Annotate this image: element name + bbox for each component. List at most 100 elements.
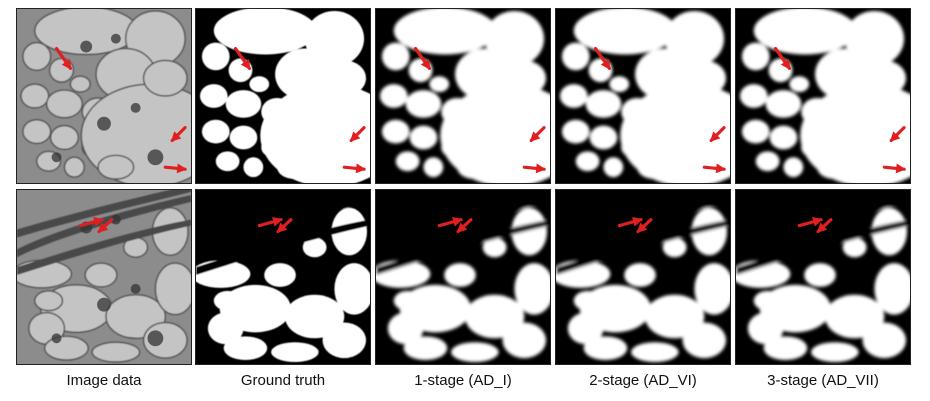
- cell-region: [142, 59, 188, 97]
- membrane-band: [376, 194, 550, 258]
- cell-region: [783, 157, 804, 178]
- cell-region: [585, 90, 622, 118]
- cell-region: [379, 84, 408, 108]
- membrane-band: [556, 190, 730, 238]
- panel-image-data-bottom: [16, 189, 192, 365]
- panel-canvas: [196, 9, 370, 183]
- cell-region: [662, 237, 687, 258]
- panel-canvas: [376, 190, 550, 364]
- cell-region: [393, 290, 422, 311]
- cell-region: [741, 42, 770, 71]
- cell-layer: [199, 9, 370, 183]
- panel-canvas: [17, 190, 191, 364]
- label-image-data: Image data: [66, 372, 142, 389]
- cell-region: [637, 155, 673, 180]
- red-arrow-icon: [240, 59, 251, 70]
- organelle: [51, 152, 62, 163]
- panel-3-stage-top: [735, 8, 911, 184]
- cell-region: [201, 119, 230, 144]
- cell-region: [405, 90, 442, 118]
- cell-region: [691, 207, 728, 256]
- organelle: [130, 102, 141, 113]
- cell-region: [331, 207, 368, 256]
- label-ground-truth: Ground truth: [240, 372, 326, 389]
- cell-region: [741, 119, 770, 144]
- red-arrow-icon: [97, 222, 109, 233]
- cell-region: [22, 118, 52, 145]
- red-arrow-icon: [709, 131, 721, 142]
- cell-region: [842, 237, 867, 258]
- red-arrow-icon: [420, 59, 431, 70]
- cell-region: [69, 75, 91, 93]
- cell-region: [225, 90, 262, 118]
- cell-region: [694, 263, 730, 315]
- panel-2-stage-bottom: [555, 189, 731, 365]
- cell-layer: [559, 9, 730, 183]
- cell-region: [429, 76, 450, 93]
- cell-region: [444, 263, 476, 287]
- cell-region: [264, 263, 296, 287]
- membrane-band: [556, 219, 730, 276]
- cell-region: [631, 342, 679, 363]
- organelle: [147, 330, 164, 347]
- organelle: [110, 33, 121, 44]
- cell-region: [559, 84, 588, 108]
- red-arrow-icon: [632, 216, 643, 227]
- cell-region: [874, 263, 910, 315]
- red-arrow-icon: [276, 222, 288, 233]
- panel-canvas: [376, 9, 550, 183]
- cell-region: [213, 290, 242, 311]
- cell-region: [871, 207, 908, 256]
- cell-region: [34, 290, 64, 312]
- membrane-band: [17, 219, 191, 276]
- red-arrow-icon: [456, 222, 468, 233]
- cell-region: [207, 312, 244, 345]
- cell-region: [322, 60, 367, 96]
- cell-region: [271, 342, 319, 363]
- red-arrow-icon: [170, 131, 182, 142]
- cell-region: [223, 336, 268, 361]
- cell-region: [567, 312, 604, 345]
- cell-region: [381, 42, 410, 71]
- cell-region: [624, 263, 656, 287]
- cell-region: [514, 263, 550, 315]
- red-arrow-icon: [176, 163, 188, 174]
- cell-layer: [196, 190, 370, 363]
- panel-1-stage-top: [375, 8, 551, 184]
- cell-region: [804, 263, 836, 287]
- cell-region: [154, 262, 191, 316]
- red-arrow-icon: [349, 131, 361, 142]
- red-arrow-icon: [895, 163, 907, 174]
- red-arrow-icon: [272, 216, 283, 227]
- cell-region: [502, 322, 547, 359]
- label-1-stage: 1-stage (AD_I): [414, 372, 512, 389]
- cell-region: [49, 124, 80, 151]
- cell-region: [753, 290, 782, 311]
- panel-canvas: [196, 190, 370, 364]
- cell-region: [603, 157, 624, 178]
- membrane-band: [736, 190, 910, 238]
- organelle: [110, 214, 121, 225]
- cell-region: [811, 342, 859, 363]
- organelle: [80, 40, 93, 53]
- panel-1-stage-bottom: [375, 189, 551, 365]
- cell-region: [609, 76, 630, 93]
- cell-region: [393, 9, 497, 55]
- panel-3-stage-bottom: [735, 189, 911, 365]
- cell-region: [334, 263, 370, 315]
- panel-canvas: [556, 190, 730, 364]
- cell-region: [201, 42, 230, 71]
- cell-layer: [739, 9, 910, 183]
- panel-canvas: [736, 9, 910, 183]
- cell-region: [213, 9, 317, 55]
- red-arrow-icon: [636, 222, 648, 233]
- cell-region: [243, 157, 264, 178]
- cell-region: [63, 156, 85, 178]
- red-arrow-icon: [889, 131, 901, 142]
- cell-region: [753, 9, 857, 55]
- red-arrow-icon: [355, 163, 367, 174]
- cell-region: [682, 60, 727, 96]
- cell-region: [682, 322, 727, 359]
- panel-2-stage-top: [555, 8, 731, 184]
